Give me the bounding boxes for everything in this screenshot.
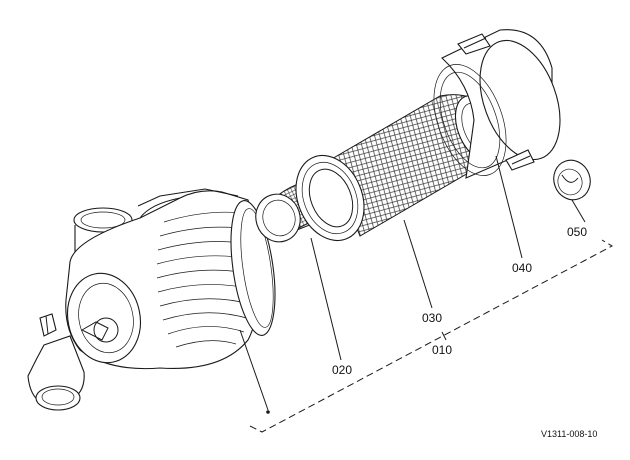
callout-010: 010 xyxy=(432,343,452,357)
drawing-code: V1311-008-10 xyxy=(541,429,597,439)
assembly-bracket-010 xyxy=(249,239,614,433)
cleaner-cover xyxy=(433,29,561,179)
callout-040: 040 xyxy=(512,261,532,275)
leader-050 xyxy=(571,199,586,223)
callout-020: 020 xyxy=(332,363,352,377)
leader-lines xyxy=(239,155,586,414)
leader-body xyxy=(239,329,269,411)
air-cleaner-housing xyxy=(27,188,276,411)
callout-030: 030 xyxy=(422,311,442,325)
rubber-valve xyxy=(553,159,591,201)
leader-020 xyxy=(310,237,342,361)
callout-050: 050 xyxy=(567,225,587,239)
leader-040 xyxy=(495,155,523,259)
leader-030 xyxy=(403,219,433,309)
